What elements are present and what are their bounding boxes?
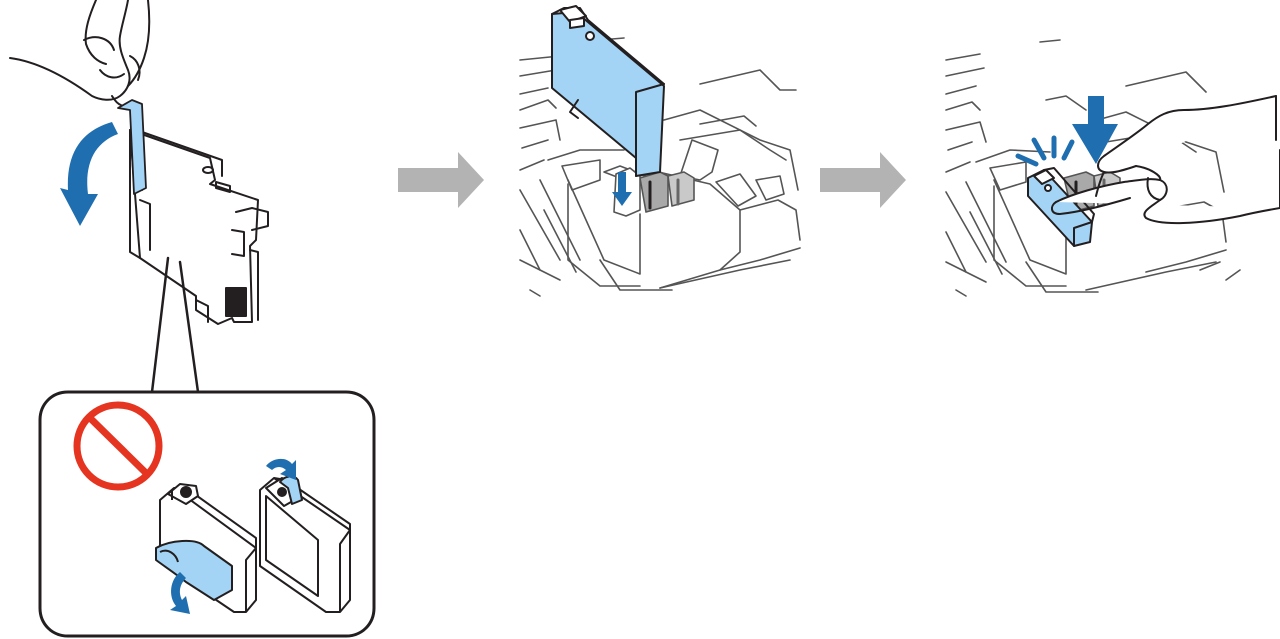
ink-cartridge-icon <box>1027 167 1095 247</box>
cartridge-peel-wrong-icon <box>155 483 257 613</box>
flow-arrow-icon <box>820 152 906 208</box>
curved-arrow-icon <box>266 458 296 480</box>
tape-strip-icon <box>117 99 147 195</box>
printer-interior-icon <box>519 37 801 297</box>
step-remove-tape <box>9 0 269 394</box>
flow-arrow-icon <box>398 152 484 208</box>
ink-cartridge-icon <box>551 5 665 177</box>
prohibition-icon <box>73 401 163 491</box>
press-down-arrow-icon <box>1072 96 1118 164</box>
curved-arrow-icon <box>170 572 190 614</box>
step-press-down <box>945 39 1280 297</box>
step-insert-cartridge <box>519 5 801 297</box>
hand-icon <box>9 0 151 107</box>
warning-callout <box>38 390 376 638</box>
printer-interior-icon <box>945 39 1241 297</box>
cartridge-tab-icon <box>259 475 351 613</box>
curved-arrow-icon <box>60 122 118 226</box>
hand-icon <box>1050 95 1280 225</box>
callout-pointer <box>150 256 200 394</box>
down-arrow-icon <box>612 172 632 206</box>
click-mark-icon <box>1015 135 1075 167</box>
ink-cartridge-icon <box>129 129 269 325</box>
